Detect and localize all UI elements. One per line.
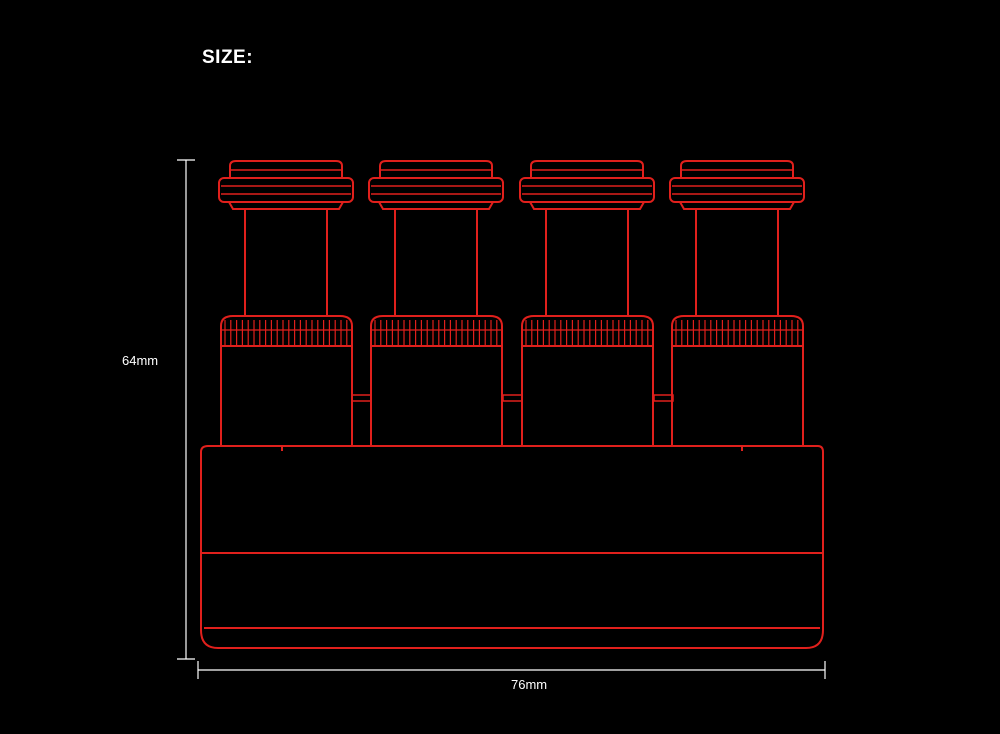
width-dimension-line [197,661,826,679]
height-dimension-line [177,159,195,660]
finger-key [669,160,805,446]
finger-key [368,160,504,446]
width-dimension-label: 76mm [511,677,548,692]
exerciser-base [200,445,824,649]
size-title: SIZE: [202,47,254,68]
key-connectors [351,394,674,402]
finger-key [218,160,354,446]
height-dimension-label: 64mm [122,353,159,368]
finger-key [519,160,655,446]
